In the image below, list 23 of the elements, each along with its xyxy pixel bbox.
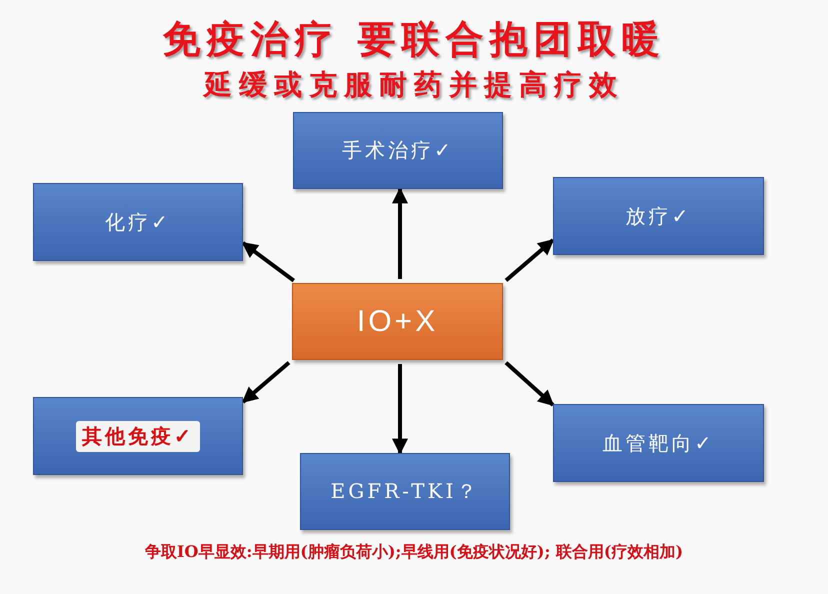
box-label: 化疗✓ xyxy=(105,208,171,236)
arrow xyxy=(504,361,554,406)
arrow xyxy=(242,361,290,404)
treatment-box xyxy=(553,177,764,255)
box-label: 放疗✓ xyxy=(626,202,692,230)
center-box xyxy=(292,283,503,360)
box-label: 手术治疗✓ xyxy=(342,137,454,164)
treatment-box xyxy=(553,404,764,482)
box-label: EGFR-TKI？ xyxy=(330,478,480,505)
arrow xyxy=(504,238,554,282)
treatment-box xyxy=(33,397,243,475)
arrow xyxy=(392,187,408,279)
box-label: 血管靶向✓ xyxy=(602,430,714,456)
box-label: IO+X xyxy=(356,304,438,338)
caption-note: 争取IO早显效:早期用(肿瘤负荷小);早线用(免疫状况好); 联合用(疗效相加) xyxy=(144,542,684,563)
subtitle: 延缓或克服耐药并提高疗效 xyxy=(202,67,625,103)
treatment-box xyxy=(33,183,243,261)
title: 免疫治疗 要联合抱团取暖 xyxy=(161,15,667,63)
arrow xyxy=(392,364,408,455)
box-label: 其他免疫✓ xyxy=(76,420,200,452)
arrow xyxy=(242,241,295,282)
treatment-box xyxy=(300,453,510,530)
treatment-box xyxy=(293,112,503,189)
